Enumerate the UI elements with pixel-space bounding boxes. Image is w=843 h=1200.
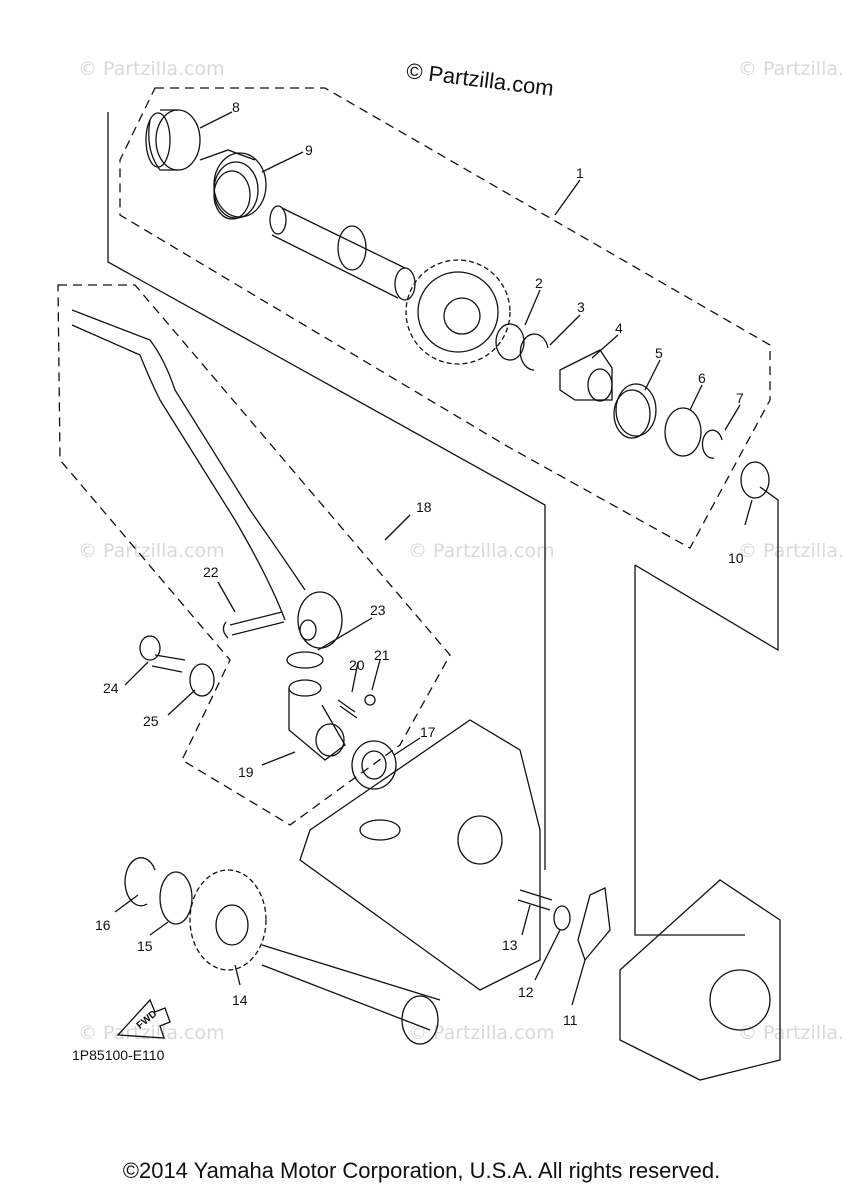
part-8-collar	[145, 109, 201, 171]
part-11-plate	[577, 887, 611, 962]
part-22-bolt	[222, 611, 285, 639]
label-part-9: 9	[305, 142, 313, 158]
label-part-7: 7	[736, 390, 744, 406]
label-part-17: 17	[420, 724, 436, 740]
watermark-bottom-right: © Partzilla.com	[738, 1022, 843, 1044]
label-part-6: 6	[698, 370, 706, 386]
kick-shaft	[269, 205, 416, 301]
watermark-bottom-left: © Partzilla.com	[78, 1022, 225, 1044]
label-part-23: 23	[370, 602, 386, 618]
label-part-3: 3	[577, 299, 585, 315]
watermark-top-left: © Partzilla.com	[78, 58, 225, 80]
kick-gear	[405, 259, 511, 365]
drawing-code: 1P85100-E110	[72, 1047, 165, 1063]
part-10-circlip	[740, 461, 770, 499]
copyright-notice: ©2014 Yamaha Motor Corporation, U.S.A. A…	[122, 1158, 721, 1183]
part-21-ball	[364, 694, 376, 706]
label-part-8: 8	[232, 99, 240, 115]
watermark-mid-left: © Partzilla.com	[78, 540, 225, 562]
label-part-14: 14	[232, 992, 248, 1008]
watermark-mid-center: © Partzilla.com	[408, 540, 555, 562]
part-16-circlip	[124, 857, 156, 907]
bracket-line-right	[634, 565, 745, 936]
label-part-21: 21	[374, 647, 390, 663]
part-23-o-ring	[286, 651, 324, 669]
label-part-16: 16	[95, 917, 111, 933]
label-part-10: 10	[728, 550, 744, 566]
label-part-18: 18	[416, 499, 432, 515]
label-part-4: 4	[615, 320, 623, 336]
part-14-gear	[189, 869, 267, 971]
part-20-spring	[337, 699, 358, 719]
label-part-5: 5	[655, 345, 663, 361]
part-9-spring	[199, 149, 267, 220]
part-2-washer	[495, 323, 525, 361]
label-part-15: 15	[137, 938, 153, 954]
label-part-1: 1	[576, 165, 584, 181]
part-12-washer	[553, 905, 571, 931]
part-6-washer	[664, 407, 702, 457]
part-7-clip	[701, 429, 723, 459]
label-part-22: 22	[203, 564, 219, 580]
part-13-bolt	[517, 889, 553, 911]
part-5-spring	[613, 383, 657, 439]
label-part-12: 12	[518, 984, 534, 1000]
part-24-bolt	[139, 635, 186, 673]
part-17-oil-seal	[351, 740, 397, 790]
assembly-1-outline	[119, 87, 771, 549]
crankcase-cover	[299, 719, 541, 991]
label-part-13: 13	[502, 937, 518, 953]
kick-idle-shaft	[261, 944, 441, 1045]
label-part-25: 25	[143, 713, 159, 729]
part-25-washer	[189, 663, 215, 697]
watermark-mid-right: © Partzilla.com	[738, 540, 843, 562]
label-part-20: 20	[349, 657, 365, 673]
label-part-24: 24	[103, 680, 119, 696]
label-part-2: 2	[535, 275, 543, 291]
part-19-boss	[288, 679, 346, 761]
assembly-18-outline	[57, 284, 451, 826]
leader-lines	[114, 111, 753, 1006]
kick-lever	[71, 309, 343, 649]
watermark-bottom-center: © Partzilla.com	[408, 1022, 555, 1044]
part-4-ratchet	[559, 349, 613, 402]
part-15-washer	[159, 871, 193, 925]
bracket-line-10	[634, 486, 779, 652]
bracket-line-left	[107, 112, 546, 870]
label-part-11: 11	[563, 1012, 578, 1028]
engine-case-right	[619, 879, 781, 1081]
fwd-arrow	[116, 998, 171, 1039]
part-3-clip	[519, 333, 549, 371]
label-part-19: 19	[238, 764, 254, 780]
watermark-top-right: © Partzilla.com	[738, 58, 843, 80]
